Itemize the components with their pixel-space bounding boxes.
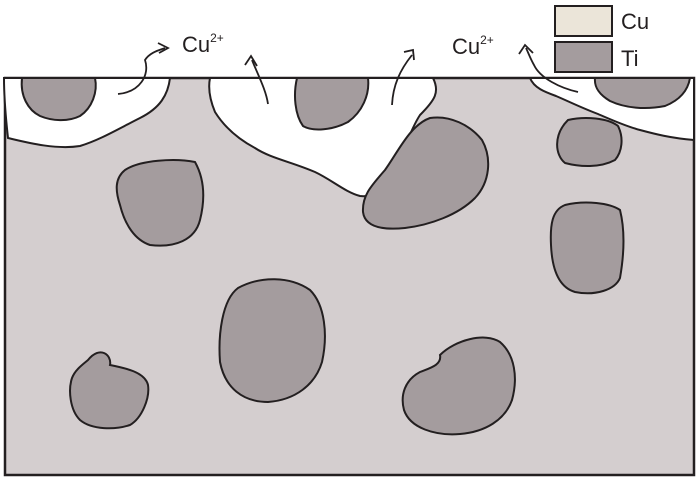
ti-particle	[556, 117, 623, 167]
legend-label-ti: Ti	[621, 46, 639, 71]
legend: Cu Ti	[554, 5, 649, 73]
arrowhead	[157, 42, 170, 54]
ti-particle	[294, 77, 370, 131]
legend-swatch-cu	[554, 5, 613, 37]
legend-swatch-ti	[554, 41, 613, 73]
release-arrow	[117, 47, 166, 95]
legend-label-cu: Cu	[621, 9, 649, 34]
ti-particle	[20, 77, 97, 122]
ion-label-right: Cu2+	[452, 33, 494, 59]
ti-particle	[361, 116, 490, 230]
arrowhead	[518, 43, 534, 55]
surface-pit-center	[208, 77, 438, 198]
arrowhead	[403, 48, 415, 61]
ti-particle	[401, 336, 516, 436]
ti-particle	[549, 201, 625, 295]
arrowhead	[244, 54, 258, 67]
ti-particle	[593, 77, 692, 110]
release-arrow	[525, 47, 579, 93]
ion-label-left: Cu2+	[182, 31, 224, 57]
release-arrow	[391, 54, 413, 106]
ti-particle	[218, 278, 326, 404]
release-arrow	[251, 59, 269, 105]
ti-particle	[115, 159, 205, 247]
ti-particle	[69, 351, 150, 430]
